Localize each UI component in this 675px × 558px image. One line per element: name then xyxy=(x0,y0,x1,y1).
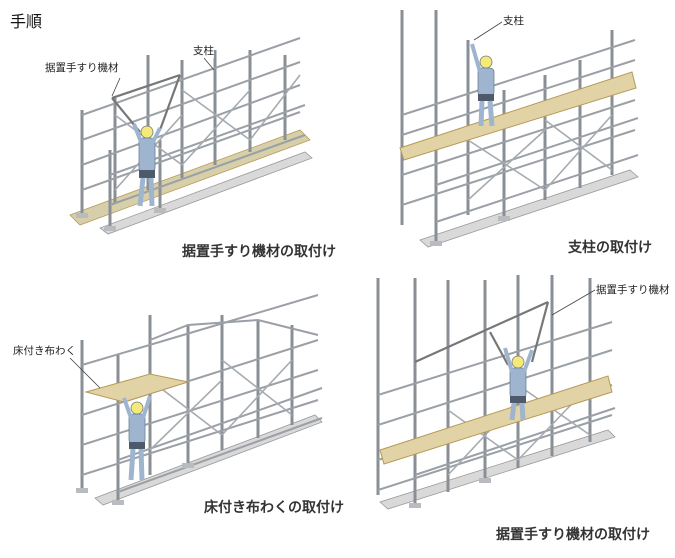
panel-handrail-install-1: 据置手すり機材 支柱 据置手すり機材の取付け xyxy=(0,0,340,270)
worker-figure-1 xyxy=(132,123,162,207)
scaffold-diagram-1 xyxy=(69,37,313,235)
panel-deck-install: 床付き布わく 床付き布わくの取付け xyxy=(0,270,344,558)
scaffold-diagram-3 xyxy=(69,294,323,506)
handrail-label: 据置手すり機材 xyxy=(45,60,119,75)
worker-figure-2 xyxy=(470,43,495,127)
panel-caption: 据置手すり機材の取付け xyxy=(182,244,336,260)
scaffold-diagram-2 xyxy=(399,10,639,248)
post-label: 支柱 xyxy=(503,13,524,28)
panel-post-install: 支柱 支柱の取付け xyxy=(340,0,675,270)
panel-caption: 床付き布わくの取付け xyxy=(204,500,344,516)
panel-handrail-install-2: 据置手すり機材 据置手すり機材の取付け xyxy=(340,270,675,558)
handrail-label: 据置手すり機材 xyxy=(596,282,670,297)
worker-figure-3 xyxy=(122,395,152,481)
panel-caption: 支柱の取付け xyxy=(568,240,652,256)
deck-frame-label: 床付き布わく xyxy=(13,343,76,358)
procedure-heading: 手順 xyxy=(10,12,43,31)
post-label: 支柱 xyxy=(193,43,214,58)
panel-caption: 据置手すり機材の取付け xyxy=(496,527,650,543)
worker-figure-4 xyxy=(503,347,534,421)
scaffold-diagram-4 xyxy=(376,275,616,510)
